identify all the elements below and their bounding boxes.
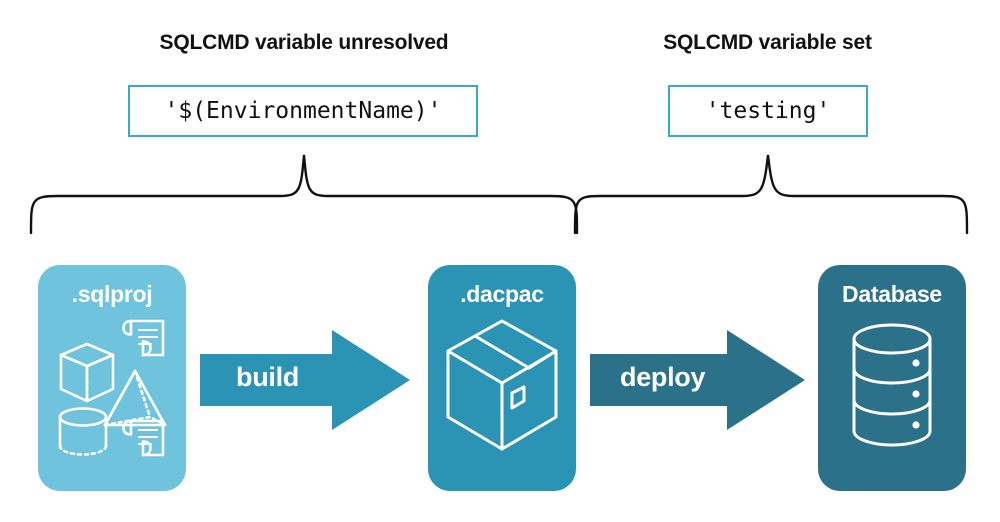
cube-icon [59, 342, 115, 403]
curly-brace-right-icon [573, 154, 969, 235]
arrow-deploy-label: deploy [620, 362, 706, 392]
stage-art-database [818, 313, 966, 463]
heading-sqlcmd-set: SQLCMD variable set [663, 31, 872, 54]
package-box-icon [446, 319, 558, 451]
stage-label-sqlproj: .sqlproj [71, 281, 153, 307]
stage-box-dacpac: .dacpac [428, 265, 576, 491]
stage-box-sqlproj: .sqlproj [38, 265, 186, 491]
code-value-box-set: 'testing' [668, 85, 868, 137]
stage-label-database: Database [842, 281, 942, 307]
arrow-build [200, 330, 410, 435]
heading-sqlcmd-unresolved: SQLCMD variable unresolved [159, 31, 449, 54]
scroll-icon [122, 419, 165, 457]
arrow-build-label: build [236, 362, 299, 392]
curly-brace-right [572, 152, 972, 239]
stage-art-dacpac [428, 313, 576, 463]
pyramid-icon [103, 369, 167, 427]
arrow-deploy-icon [590, 330, 805, 430]
scroll-icon [122, 319, 165, 357]
stage-art-sqlproj [38, 313, 186, 463]
cylinder-icon [58, 407, 108, 456]
curly-brace-left [28, 152, 580, 239]
arrow-build-icon [200, 330, 410, 430]
code-value-box-unresolved: '$(EnvironmentName)' [128, 85, 478, 137]
curly-brace-left-icon [29, 154, 579, 235]
stage-box-database: Database [818, 265, 966, 491]
stage-label-dacpac: .dacpac [460, 281, 544, 307]
arrow-deploy [590, 330, 805, 435]
database-cylinder-icon [852, 323, 932, 447]
